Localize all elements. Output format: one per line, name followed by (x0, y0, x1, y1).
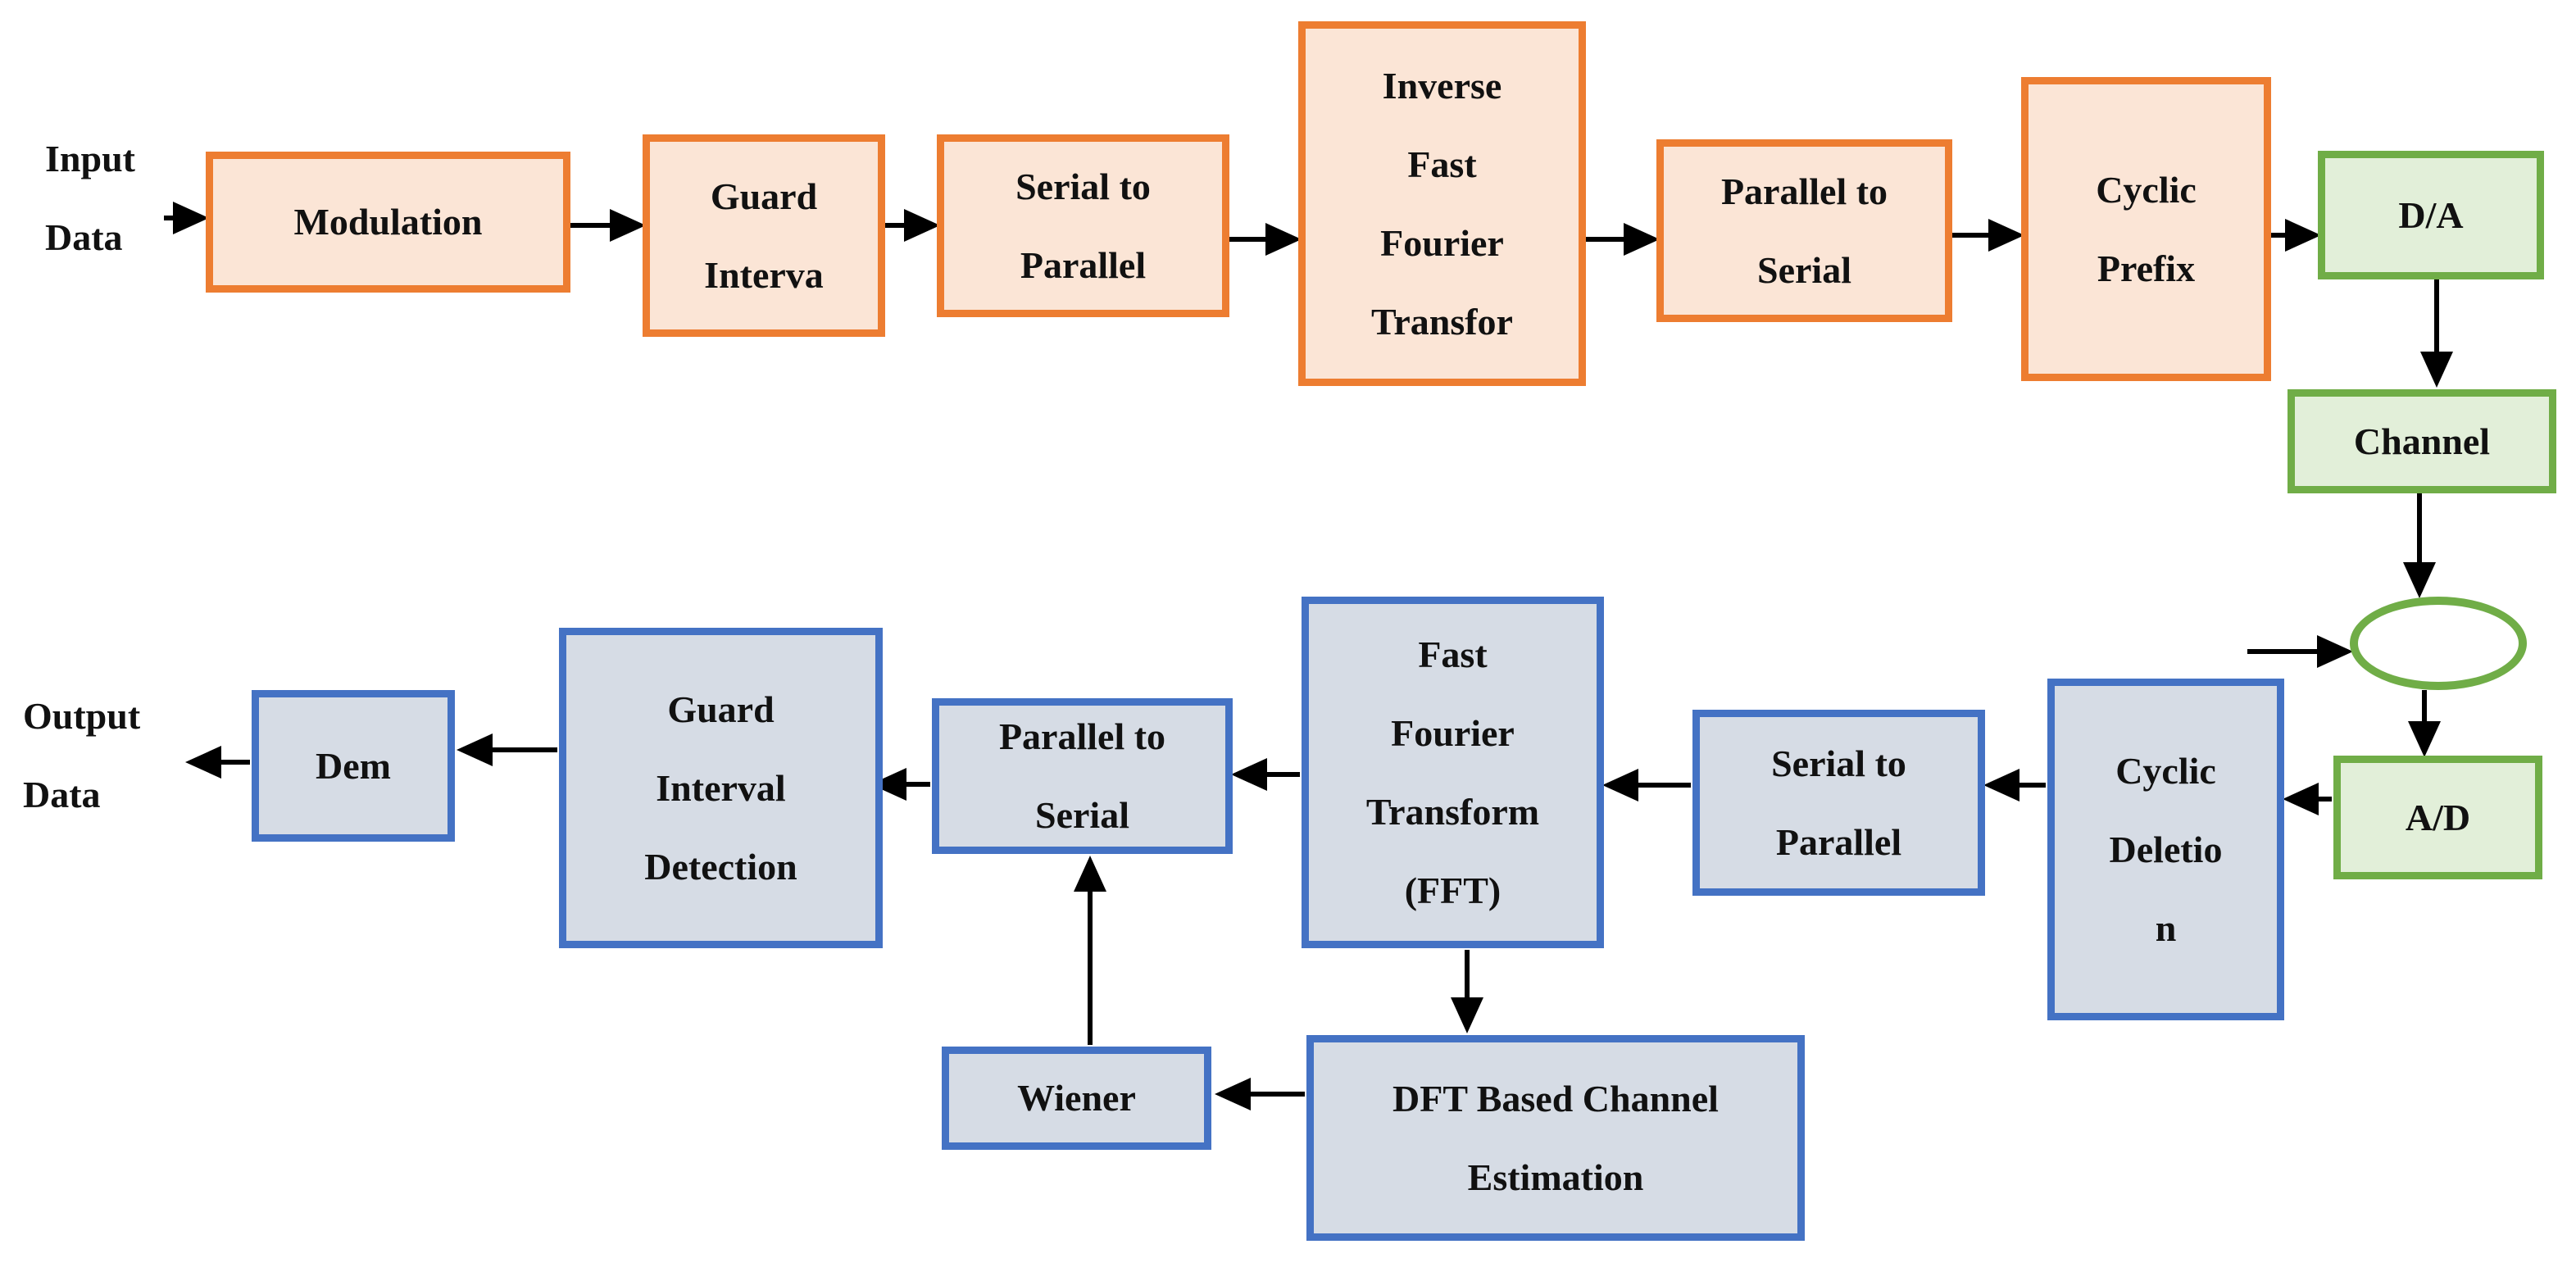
inverse-fft-text-line: Fast (1407, 143, 1477, 185)
parallel-to-serial-rx-text-line: Parallel to (998, 715, 1166, 757)
guard-interval-detection-text-line: Guard (667, 688, 775, 730)
da-converter-text-line: D/A (2398, 193, 2464, 236)
guard-interval-detection-text-line: Interval (656, 766, 786, 809)
cyclic-prefix-text-line: Prefix (2097, 247, 2196, 289)
node-modulation: Modulation (206, 152, 570, 293)
channel-text-line: Channel (2353, 420, 2491, 462)
node-ad-converter: A/D (2333, 756, 2542, 879)
output-data-label-text-line: Data (23, 774, 101, 815)
dft-channel-estimation-text-line: DFT Based Channel (1392, 1077, 1719, 1119)
guard-interval-text-line: Interva (704, 253, 824, 296)
parallel-to-serial-tx-text-line: Parallel to (1720, 170, 1888, 212)
modulation-text-line: Modulation (293, 201, 483, 243)
inverse-fft-text-line: Fourier (1380, 221, 1504, 264)
cyclic-deletion-text-line: Cyclic (2115, 749, 2216, 792)
node-noise-sum-junction (2350, 597, 2527, 690)
node-channel: Channel (2288, 389, 2556, 493)
inverse-fft-text-line: Inverse (1382, 64, 1502, 107)
cyclic-prefix-text-line: Cyclic (2096, 168, 2197, 211)
dft-channel-estimation-text-line: Estimation (1467, 1156, 1644, 1198)
node-serial-to-parallel-tx: Serial to Parallel (937, 134, 1229, 317)
cyclic-deletion-text-line: n (2155, 906, 2177, 949)
serial-to-parallel-rx-text-line: Parallel (1775, 820, 1902, 863)
node-parallel-to-serial-rx: Parallel to Serial (932, 698, 1233, 854)
parallel-to-serial-rx-text-line: Serial (1035, 794, 1129, 836)
guard-interval-text-line: Guard (710, 175, 818, 217)
fft-text-line: Fourier (1391, 711, 1515, 754)
fft-text-line: Fast (1418, 633, 1488, 675)
node-serial-to-parallel-rx: Serial to Parallel (1692, 710, 1985, 896)
node-wiener: Wiener (942, 1047, 1211, 1150)
guard-interval-detection-text-line: Detection (644, 845, 797, 888)
serial-to-parallel-rx-text-line: Serial to (1771, 742, 1906, 784)
serial-to-parallel-tx-text-line: Parallel (1020, 243, 1147, 286)
fft-text-line: (FFT) (1404, 869, 1502, 911)
cyclic-deletion-text-line: Deletio (2109, 828, 2223, 870)
node-da-converter: D/A (2318, 151, 2544, 279)
dem-text-line: Dem (316, 744, 391, 787)
wiener-text-line: Wiener (1017, 1077, 1136, 1119)
fft-text-line: Transform (1365, 790, 1540, 833)
node-parallel-to-serial-tx: Parallel to Serial (1656, 139, 1952, 322)
input-data-label-text-line: Input (45, 138, 135, 179)
input-data-label-text-line: Data (45, 216, 123, 258)
serial-to-parallel-tx-text-line: Serial to (1015, 165, 1151, 207)
ad-converter-text-line: A/D (2405, 796, 2471, 838)
inverse-fft-text-line: Transfor (1371, 300, 1513, 343)
parallel-to-serial-tx-text-line: Serial (1757, 248, 1851, 291)
output-data-label-text-line: Output (23, 695, 141, 737)
node-dem: Dem (252, 690, 455, 842)
